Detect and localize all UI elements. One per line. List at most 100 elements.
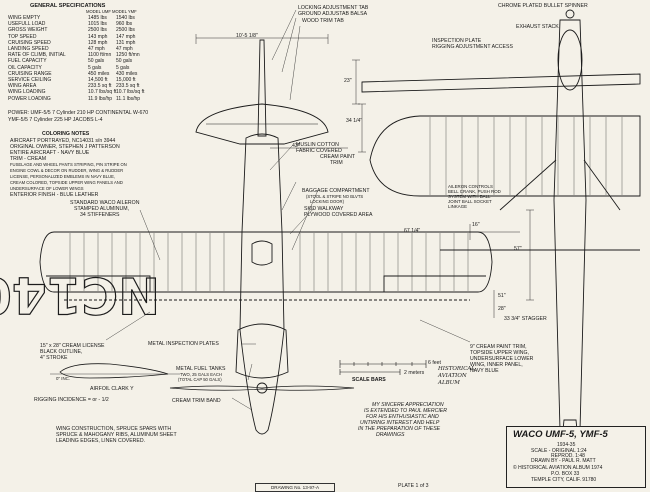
- spec-value-umf: 143 mph: [88, 33, 108, 40]
- label-scale-bars: SCALE BARS: [352, 377, 386, 383]
- stamp-line-1: HISTORICAL: [438, 366, 476, 372]
- spec-value-ymf: 233.5 sq ft: [116, 83, 140, 90]
- dim-28-label: 28": [498, 306, 506, 312]
- dim-stab-span: [195, 34, 329, 44]
- label-baggage: BAGGAGE COMPARTMENT: [302, 188, 370, 194]
- airfoil-section: [59, 363, 169, 379]
- front-upper-wing: [361, 73, 641, 93]
- appreciation-2: IS EXTENDED TO PAUL MERCIER: [364, 408, 448, 414]
- coloring-line: CREAM COLORED, TOPSIDE UPPER WING PANELS…: [10, 180, 123, 185]
- label-incidence: RIGGING INCIDENCE = or - 1/2: [34, 397, 109, 403]
- label-zero-inc: 0" INC.: [56, 376, 71, 381]
- spec-value-umf: 128 mph: [88, 39, 108, 46]
- spec-value-ymf: 960 lbs: [116, 21, 133, 28]
- spec-value-ymf: 147 mph: [116, 33, 136, 40]
- label-aileron-c2: BELL CRANK, PUSH ROD: [448, 189, 501, 194]
- appreciation-6: DRAWINGS: [376, 432, 405, 438]
- plan-wing-ribs: [69, 233, 469, 291]
- title-copyright: © HISTORICAL AVIATION ALBUM 1974: [513, 465, 603, 471]
- wing-registration: NC14031: [0, 266, 160, 324]
- coloring-line: FUSELAGE AND WHEEL PANTS STRIPING, PIN S…: [10, 162, 127, 167]
- dim-34-label: 34 1/4": [346, 118, 363, 124]
- label-skid: SKID WALKWAY: [304, 206, 344, 212]
- spec-label: WING AREA: [8, 83, 37, 90]
- label-exhaust: EXHAUST STACK: [516, 24, 559, 30]
- label-plywood: PLYWOOD COVERED AREA: [304, 212, 373, 218]
- label-fabric: FABRIC COVERED: [296, 148, 342, 154]
- spec-value-ymf: 430 miles: [116, 70, 138, 77]
- appreciation-4: UNTIRING INTEREST AND HELP: [360, 420, 440, 426]
- dim-43-label: 43": [292, 143, 300, 149]
- spec-value-umf: 1015 lbs: [88, 21, 107, 28]
- label-trim-note-1: 9" CREAM PAINT TRIM,: [470, 344, 527, 350]
- plan-fuselage: [239, 133, 285, 435]
- spec-value-umf: 11.9 lbs/hp: [88, 95, 113, 102]
- scale-bar: [339, 360, 427, 375]
- label-stagger: 33 3/4" STAGGER: [504, 316, 547, 322]
- label-cream-paint: CREAM PAINT: [320, 154, 356, 160]
- label-std-aileron: STANDARD WACO AILERON: [70, 200, 140, 206]
- spec-label: WING EMPTY: [8, 15, 41, 21]
- spec-label: USEFULL LOAD: [8, 21, 46, 28]
- dim-23: [352, 59, 360, 105]
- title-reprod: REPROD. 1:48: [551, 453, 585, 459]
- label-wing-construction-2: SPRUCE & MAHOGANY RIBS, ALUMINUM SHEET: [56, 432, 177, 438]
- spec-label: FUEL CAPACITY: [8, 58, 47, 65]
- label-stroke: 4" STROKE: [40, 355, 68, 361]
- plan-cockpit: [251, 240, 273, 266]
- plan-left-aileron: [46, 275, 151, 292]
- spec-value-umf: 2500 lbs: [88, 27, 107, 34]
- label-fuel-tanks-2: TWO, 25 GALS EACH: [180, 372, 222, 377]
- dim-top: 10'-5 1/8": [236, 33, 258, 39]
- spec-value-ymf: 15,000 ft: [116, 77, 136, 83]
- plan-cowl: [235, 323, 289, 379]
- label-baggage-3: LOCKING DOOR): [310, 199, 344, 204]
- spec-value-ymf: 131 mph: [116, 39, 136, 46]
- coloring-line: ENTERIOR FINISH - BLUE LEATHER: [10, 192, 99, 198]
- label-aileron-c5: LINKAGE: [448, 204, 468, 209]
- title-years: 1934-35: [557, 442, 576, 448]
- plan-fin: [257, 39, 267, 137]
- dim-57-label: 57": [514, 246, 522, 252]
- plan-stabilizer: [195, 103, 329, 145]
- title-block: WACO UMF-5, YMF-5 1934-35 SCALE - ORIGIN…: [506, 426, 646, 488]
- spec-label: CRUISING SPEED: [8, 39, 51, 46]
- spec-value-umf: 10.7 lbs/sq ft: [88, 89, 117, 96]
- label-metal-plates: METAL INSPECTION PLATES: [148, 341, 219, 347]
- power-line-2: YMF-5/5 7 Cylinder 225 HP JACOBS L-4: [8, 117, 103, 123]
- label-cream-trim-band: CREAM TRIM BAND: [172, 398, 221, 404]
- spec-value-umf: 233.5 sq ft: [88, 83, 112, 90]
- power-line-1: POWER: UMF-5/5 7 Cylinder 210 HP CONTINE…: [8, 110, 149, 116]
- spec-label: TOP SPEED: [8, 33, 37, 40]
- appreciation-5: IN THE PREPARATION OF THESE: [358, 426, 441, 432]
- spec-value-umf: 47 mph: [88, 46, 105, 52]
- coloring-line: UNDERSURFACE OF LOWER WINGS: [10, 186, 84, 191]
- plan-right-aileron: [383, 275, 486, 292]
- spec-label: WING LOADING: [8, 89, 46, 96]
- specs-col-b: MODEL YMF: [112, 9, 137, 14]
- label-stiffeners: 34 STIFFENERS: [80, 212, 120, 218]
- dim-16-label: 16": [472, 222, 480, 228]
- label-feet: 6 feet: [428, 360, 441, 366]
- spec-value-ymf: 1540 lbs: [116, 15, 135, 21]
- label-fuel-tanks: METAL FUEL TANKS: [176, 366, 226, 372]
- plate-number: PLATE 1 of 3: [398, 483, 429, 489]
- spec-label: POWER LOADING: [8, 95, 51, 102]
- spec-label: LANDING SPEED: [8, 46, 49, 52]
- historical-aviation-album-logo: HISTORICAL AVIATION ALBUM: [438, 366, 478, 412]
- spec-value-umf: 1100 ft/mn: [88, 52, 112, 59]
- label-muslin: MUSLIN COTTON: [296, 142, 339, 148]
- label-trim-note-2: TOPSIDE UPPER WING,: [470, 350, 529, 356]
- plan-upper-wing: [39, 231, 493, 293]
- label-aileron-controls: AILERON CONTROLS: [448, 184, 493, 189]
- label-wing-construction-1: WING CONSTRUCTION, SPRUCE SPARS WITH: [56, 426, 172, 432]
- stamp-line-3: ALBUM: [438, 380, 460, 386]
- spec-label: RATE OF CLIMB, INITIAL: [8, 52, 66, 59]
- spec-value-ymf: 50 gals: [116, 58, 133, 65]
- spec-value-umf: 450 miles: [88, 70, 110, 77]
- stamp-line-2: AVIATION: [438, 373, 467, 379]
- label-aileron-c3: SYSTEM WITH BALL: [448, 194, 491, 199]
- label-chrome-spinner: CHROME PLATED BULLET SPINNER: [498, 3, 588, 9]
